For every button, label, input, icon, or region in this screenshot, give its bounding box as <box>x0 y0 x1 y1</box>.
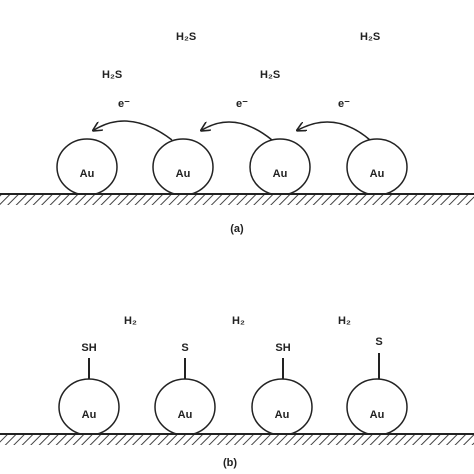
panel-b: H₂ H₂ H₂ SH S SH S Au Au Au Au <box>0 315 474 469</box>
au-particle: Au <box>154 378 216 436</box>
au-label: Au <box>80 168 95 180</box>
electron-transfer-arrow <box>94 120 173 141</box>
au-particle: Au <box>251 378 313 436</box>
electron-transfer-arrow <box>202 121 273 141</box>
substrate <box>0 433 474 445</box>
au-label: Au <box>176 168 191 180</box>
au-particle: Au <box>346 138 408 196</box>
electron-label: e⁻ <box>338 98 350 110</box>
electron-label: e⁻ <box>118 98 130 110</box>
au-label: Au <box>275 409 290 421</box>
au-particle: Au <box>249 138 311 196</box>
substrate <box>0 193 474 205</box>
h2s-label: H₂S <box>260 69 280 81</box>
ligand-label-s: S <box>181 342 188 354</box>
au-particle: Au <box>346 378 408 436</box>
au-label: Au <box>370 409 385 421</box>
electron-label: e⁻ <box>236 98 248 110</box>
au-label: Au <box>178 409 193 421</box>
panel-a: H₂S H₂S H₂S H₂S e⁻ e⁻ e⁻ Au Au Au Au <box>0 31 474 235</box>
au-particle: Au <box>56 138 118 196</box>
h2s-label: H₂S <box>176 31 196 43</box>
h2-label: H₂ <box>232 315 245 327</box>
ligand-label-sh: SH <box>81 342 96 354</box>
panel-b-label: (b) <box>223 457 237 469</box>
ligand-label-s: S <box>375 336 382 348</box>
au-particle: Au <box>58 378 120 436</box>
au-label: Au <box>82 409 97 421</box>
panel-a-label: (a) <box>230 223 244 235</box>
h2-label: H₂ <box>338 315 351 327</box>
h2-label: H₂ <box>124 315 137 327</box>
au-label: Au <box>273 168 288 180</box>
ligand-label-sh: SH <box>275 342 290 354</box>
h2s-label: H₂S <box>360 31 380 43</box>
h2s-label: H₂S <box>102 69 122 81</box>
electron-transfer-arrow <box>298 121 371 141</box>
au-particle: Au <box>152 138 214 196</box>
au-label: Au <box>370 168 385 180</box>
